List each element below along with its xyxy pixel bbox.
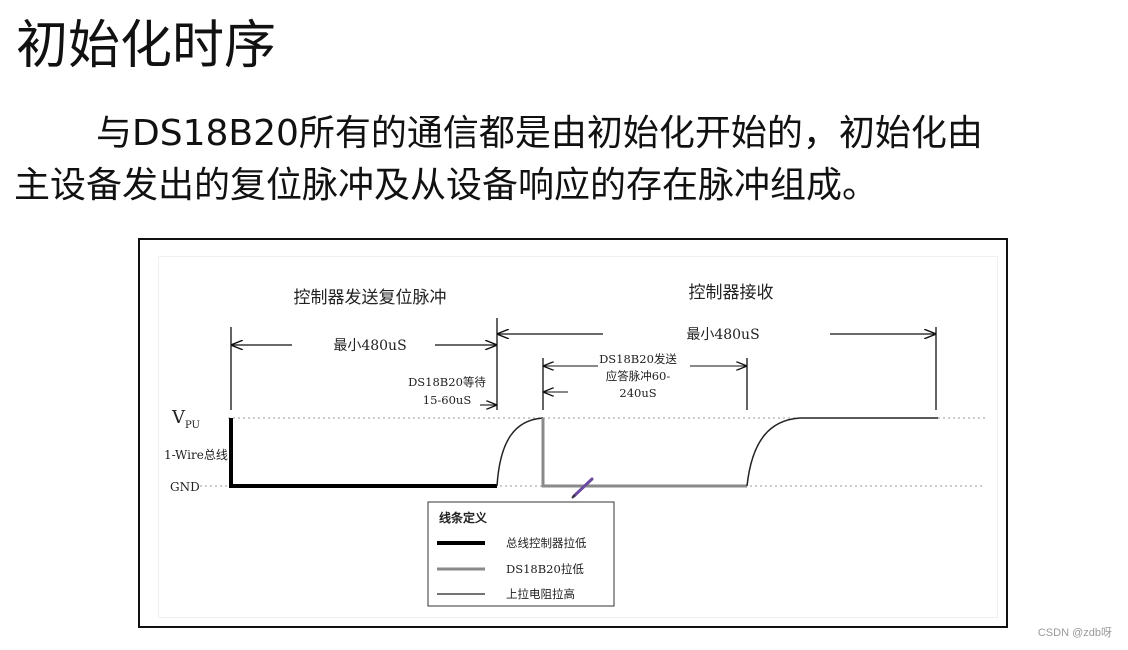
resp-label-line3: 240uS xyxy=(619,386,656,400)
wait-label-line1: DS18B20等待 xyxy=(408,375,486,389)
legend-item-controller: 总线控制器拉低 xyxy=(506,536,587,550)
vpu-label: VPU xyxy=(171,407,200,431)
intro-paragraph: 与DS18B20所有的通信都是由初始化开始的，初始化由 主设备发出的复位脉冲及从… xyxy=(14,108,1114,212)
section-reset-label: 控制器发送复位脉冲 xyxy=(294,288,447,308)
section-receive-label: 控制器接收 xyxy=(689,283,774,303)
watermark: CSDN @zdb呀 xyxy=(1037,627,1112,639)
wait-label-line2: 15-60uS xyxy=(423,393,472,407)
device-response-trace xyxy=(541,418,747,488)
slide-title: 初始化时序 xyxy=(16,16,277,76)
resp-label-line2: 应答脉冲60- xyxy=(606,369,671,383)
intro-line-2: 主设备发出的复位脉冲及从设备响应的存在脉冲组成。 xyxy=(14,165,879,206)
resp-label-line1: DS18B20发送 xyxy=(599,352,677,366)
pullup-rise-2 xyxy=(746,417,938,487)
vpu-sub: PU xyxy=(185,420,200,431)
legend-box xyxy=(427,501,615,607)
legend-item-device: DS18B20拉低 xyxy=(506,562,584,576)
min480-left-label: 最小480uS xyxy=(333,338,406,354)
timing-figure-frame xyxy=(138,238,1008,628)
bus-label: 1-Wire总线 xyxy=(164,448,228,462)
pen-icon xyxy=(571,477,594,499)
pullup-rise-1 xyxy=(496,417,544,487)
min480-right-label: 最小480uS xyxy=(686,327,759,343)
gnd-label: GND xyxy=(170,480,200,494)
vpu-main: V xyxy=(171,407,186,428)
legend-item-pullup: 上拉电阻拉高 xyxy=(506,587,575,601)
legend-title: 线条定义 xyxy=(439,510,488,525)
controller-pulldown-trace xyxy=(229,418,497,488)
intro-line-1: 与DS18B20所有的通信都是由初始化开始的，初始化由 xyxy=(96,113,983,154)
